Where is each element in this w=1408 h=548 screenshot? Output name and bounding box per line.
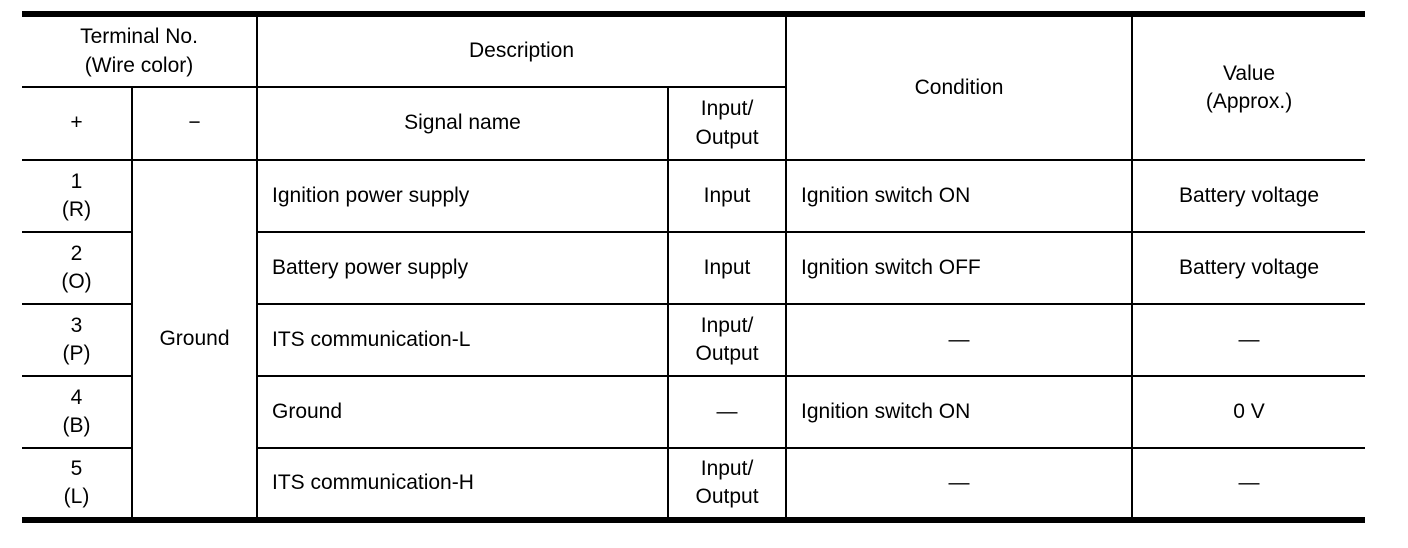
description-header: Description xyxy=(255,13,788,88)
io-cell: Input xyxy=(666,231,788,305)
value-cell: — xyxy=(1131,303,1366,377)
value-header: Value (Approx.) xyxy=(1131,13,1366,161)
input-output-header: Input/ Output xyxy=(666,86,788,161)
value-cell: — xyxy=(1131,447,1366,521)
terminal-no-header: Terminal No. (Wire color) xyxy=(22,13,258,88)
header-row-1: Terminal No. (Wire color) Description Co… xyxy=(22,13,1366,161)
table-header: Terminal No. (Wire color) Description Co… xyxy=(22,13,1366,161)
condition-cell: Ignition switch OFF xyxy=(785,231,1134,305)
signal-cell: Ground xyxy=(256,375,669,449)
io-cell: Input/ Output xyxy=(666,303,788,377)
terminal-cell: 1 (R) xyxy=(22,159,133,233)
value-cell: 0 V xyxy=(1131,375,1366,449)
io-cell: Input/ Output xyxy=(666,447,788,521)
terminal-cell: 4 (B) xyxy=(22,375,133,449)
signal-name-header: Signal name xyxy=(256,86,669,161)
condition-cell: Ignition switch ON xyxy=(785,159,1134,233)
plus-header: + xyxy=(22,86,133,161)
terminal-cell: 5 (L) xyxy=(22,447,133,521)
header-row-2: + − Signal name Input/ Output xyxy=(22,86,1365,161)
value-cell: Battery voltage xyxy=(1131,159,1366,233)
signal-cell: Battery power supply xyxy=(256,231,669,305)
terminal-cell: 3 (P) xyxy=(22,303,133,377)
minus-header: − xyxy=(131,86,258,161)
terminal-table: Terminal No. (Wire color) Description Co… xyxy=(22,11,1366,523)
signal-cell: ITS communication-L xyxy=(256,303,669,377)
io-cell: Input xyxy=(666,159,788,233)
value-cell: Battery voltage xyxy=(1131,231,1366,305)
signal-cell: ITS communication-H xyxy=(256,447,669,521)
io-cell: — xyxy=(666,375,788,449)
condition-header: Condition xyxy=(785,13,1134,161)
signal-cell: Ignition power supply xyxy=(256,159,669,233)
terminal-cell: 2 (O) xyxy=(22,231,133,305)
condition-cell: — xyxy=(785,303,1134,377)
ground-cell: Ground xyxy=(131,159,258,521)
condition-cell: — xyxy=(785,447,1134,521)
condition-cell: Ignition switch ON xyxy=(785,375,1134,449)
